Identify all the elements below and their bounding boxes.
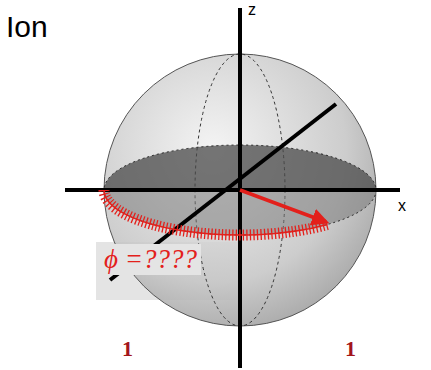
angle-label: ϕ =???? xyxy=(100,244,201,275)
value-label: 1 xyxy=(122,338,133,360)
title: Ion xyxy=(6,12,48,42)
x-axis xyxy=(65,188,400,192)
axis-label: x xyxy=(398,198,406,214)
value-label: 1 xyxy=(345,338,356,360)
phi-hatch xyxy=(104,190,327,235)
phi-arc xyxy=(104,190,327,235)
axis-label: z xyxy=(248,2,256,18)
state-vector xyxy=(240,190,326,222)
